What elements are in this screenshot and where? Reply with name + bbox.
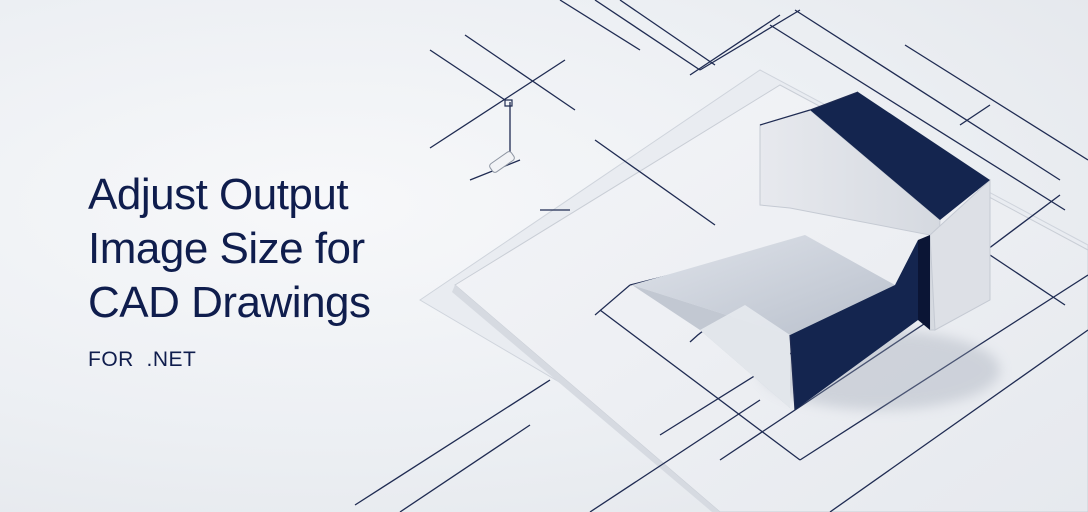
navy-inner-face xyxy=(790,240,918,410)
wedge-face xyxy=(632,235,895,335)
cad-block-model xyxy=(632,92,991,410)
dark-slot xyxy=(918,235,930,330)
light-side-panel xyxy=(929,178,991,331)
headline: Adjust Output Image Size for CAD Drawing… xyxy=(88,168,468,330)
frame-outline xyxy=(594,91,859,411)
title-block: Adjust Output Image Size for CAD Drawing… xyxy=(88,168,468,372)
sheet-edge xyxy=(452,285,720,512)
navy-top-face xyxy=(810,92,990,220)
stylus-pin xyxy=(489,99,515,173)
platform-subtitle: FOR .NET xyxy=(88,348,197,371)
headline-line-1: Adjust Output xyxy=(88,170,349,219)
headline-line-3: CAD Drawings xyxy=(88,278,371,327)
wedge-light-curve xyxy=(700,305,790,408)
headline-line-2: Image Size for xyxy=(88,224,365,273)
